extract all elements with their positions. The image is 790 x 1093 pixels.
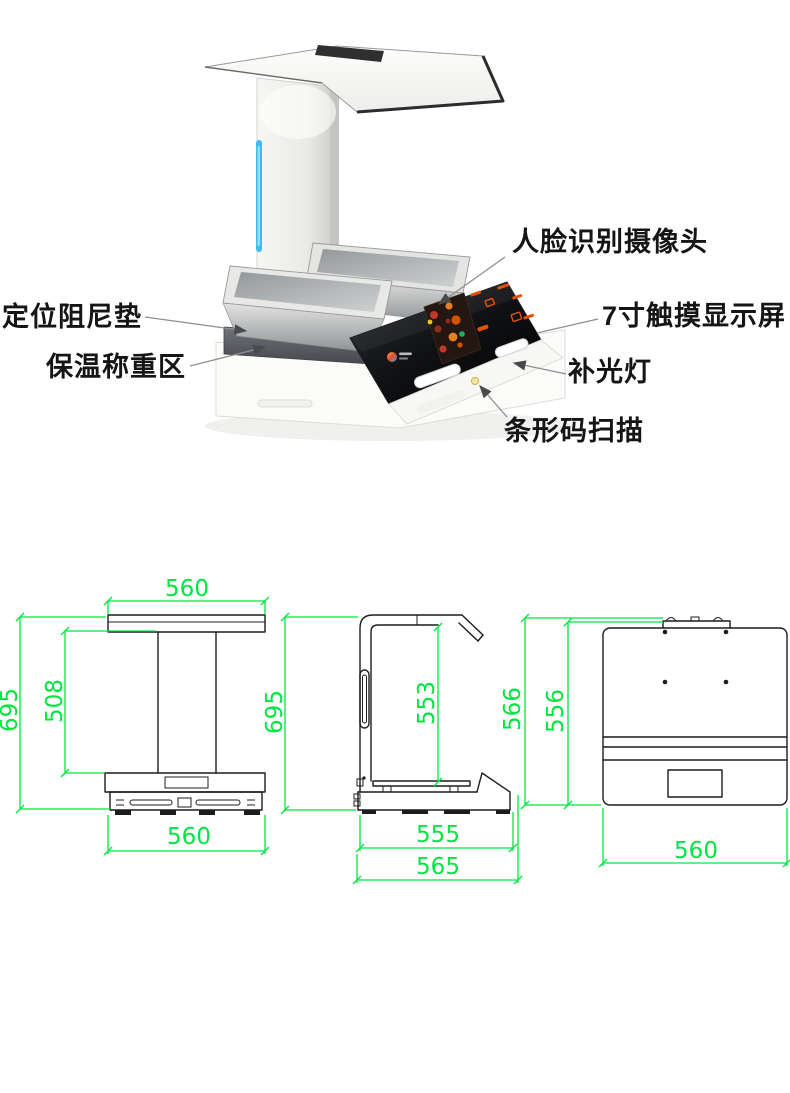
- base-vent-slot: [257, 399, 313, 408]
- product-render: [144, 45, 599, 441]
- dim-front-total-height: 695: [0, 612, 110, 814]
- dim-side-total-depth: 565: [352, 795, 523, 885]
- callout-touch-screen: 7寸触摸显示屏: [602, 301, 787, 331]
- food-tray-front: [222, 265, 393, 353]
- dim-front-base-width: 560: [103, 815, 270, 856]
- product-figure: 人脸识别摄像头 7寸触摸显示屏 定位阻尼垫 保温称重区 补光灯 条形码扫描: [2, 45, 787, 446]
- barcode-scanner-light: [470, 376, 480, 386]
- dim-text-rear-body-height: 556: [543, 689, 569, 733]
- dim-text-front-total-height: 695: [0, 688, 23, 732]
- dim-text-side-inner-height: 553: [414, 681, 440, 725]
- dim-side-total-height: 695: [262, 612, 358, 815]
- camera-housing: [315, 45, 384, 62]
- dimension-drawings: 560 695 508: [0, 576, 790, 885]
- leader-touch-screen: [536, 318, 599, 334]
- dim-text-rear-width: 560: [674, 838, 718, 864]
- callout-barcode: 条形码扫描: [504, 416, 644, 446]
- dim-text-front-column-height: 508: [42, 679, 68, 723]
- dim-text-rear-total-height: 566: [500, 687, 526, 731]
- dim-rear-total-height: 566: [500, 613, 663, 810]
- dim-text-side-total-depth: 565: [416, 854, 460, 880]
- callout-fill-light: 补光灯: [568, 357, 652, 387]
- status-indicators: [470, 283, 535, 332]
- dim-text-front-top-width: 560: [165, 576, 209, 602]
- front-view-drawing: 560 695 508: [0, 576, 270, 856]
- dim-front-top-width: 560: [103, 576, 270, 614]
- callout-damping-pad: 定位阻尼垫: [2, 302, 142, 332]
- dim-side-base-depth: 555: [355, 812, 518, 853]
- dim-text-side-total-height: 695: [262, 690, 288, 734]
- rear-view-drawing: 566 556 560: [500, 613, 790, 868]
- leader-fill-light: [512, 360, 567, 375]
- dim-front-column-height: 508: [42, 626, 156, 778]
- dim-rear-body-height: 556: [543, 617, 663, 810]
- callout-leader-lines: [144, 256, 599, 418]
- console-display: [349, 281, 542, 405]
- fill-light-slot: [414, 363, 461, 389]
- callout-face-camera: 人脸识别摄像头: [512, 227, 708, 257]
- canopy-hood: [204, 45, 505, 114]
- base-vent-slot: [417, 390, 465, 414]
- fill-light-slot: [494, 338, 529, 358]
- dim-text-front-base-width: 560: [167, 824, 211, 850]
- leader-barcode: [479, 385, 508, 418]
- dim-rear-width: 560: [598, 808, 790, 868]
- leader-face-camera: [437, 256, 506, 305]
- callout-weighing-area: 保温称重区: [46, 352, 186, 382]
- side-view-drawing: 695 553 555 565: [262, 612, 523, 885]
- dim-text-side-base-depth: 555: [416, 822, 460, 848]
- leader-damping-pad: [144, 316, 248, 335]
- dim-side-inner-height: 553: [414, 622, 443, 787]
- brand-logo: [387, 352, 412, 362]
- leader-weighing-area: [189, 344, 267, 367]
